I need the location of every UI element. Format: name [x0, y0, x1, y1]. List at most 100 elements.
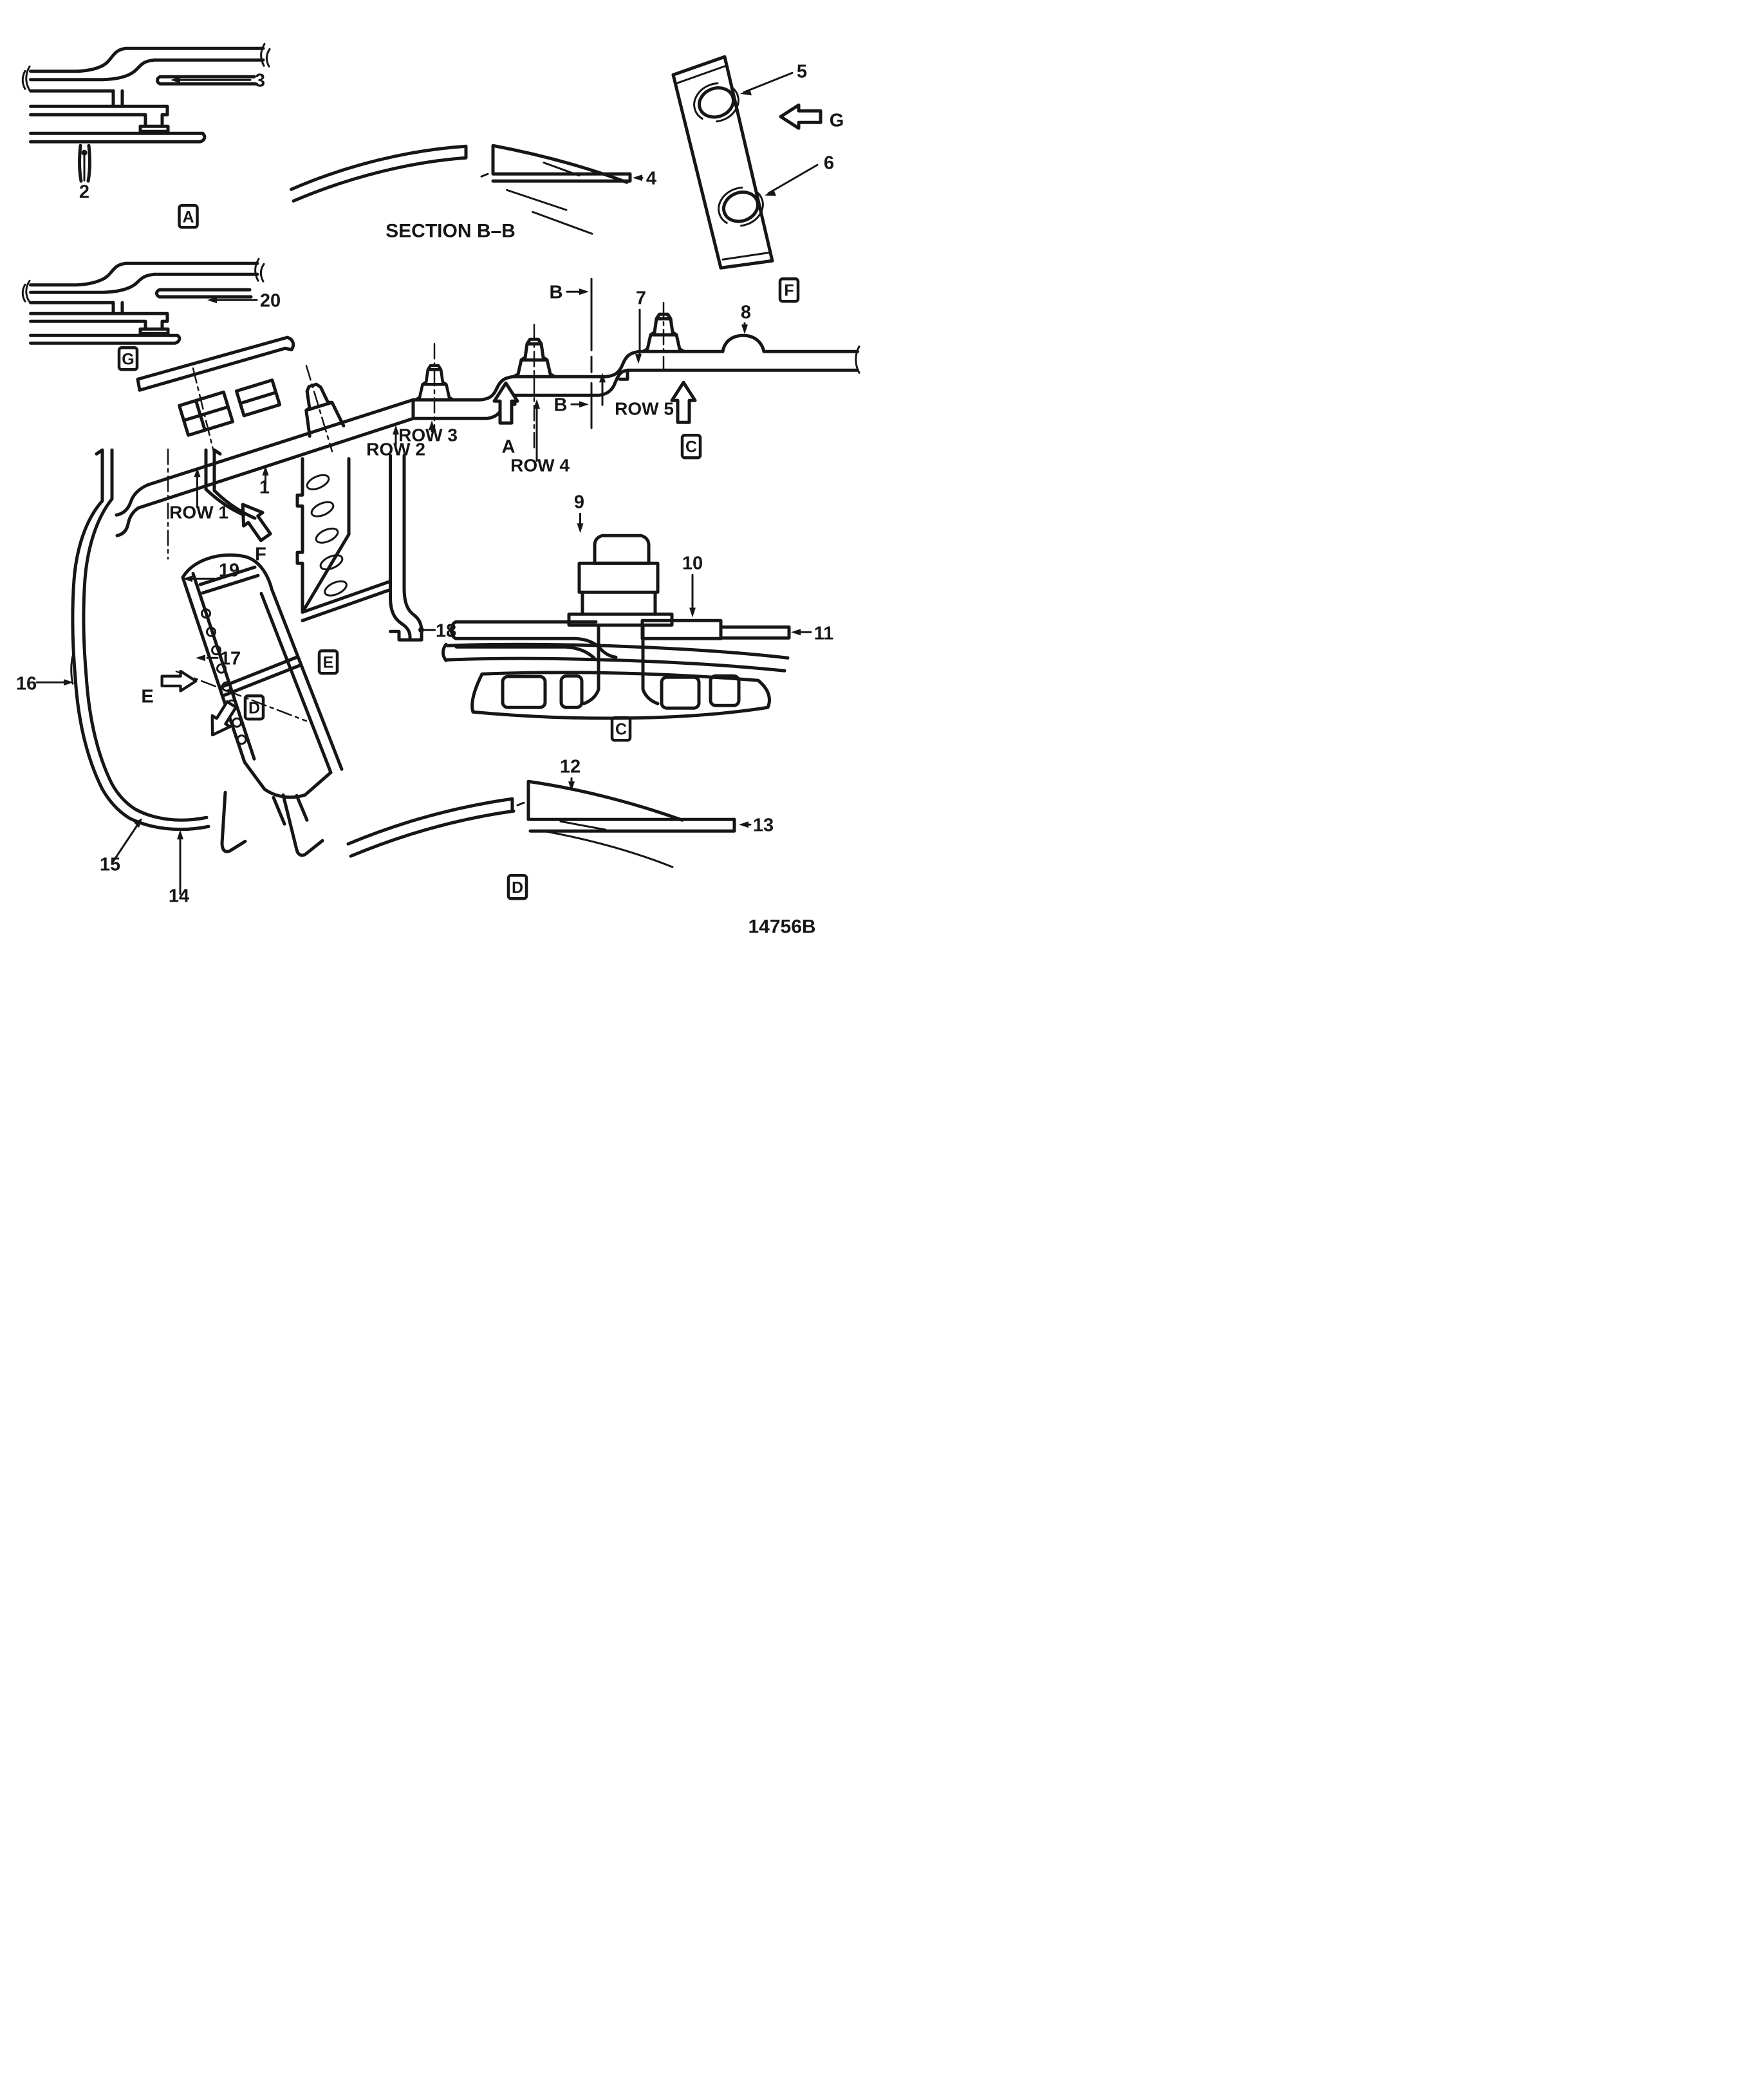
view-box-d-detail-letter: D: [512, 878, 523, 897]
detail-g-break-left: [21, 279, 31, 303]
row3-label: ROW 3: [398, 425, 458, 445]
detail-e-hole-5: [324, 580, 348, 597]
detail-a-rail: [124, 46, 265, 62]
detail-e-hole-2: [310, 501, 335, 517]
combustor-lip: [70, 655, 74, 685]
band-end-curls: [115, 483, 150, 537]
callout-14: 14: [169, 886, 189, 906]
casing-top-edge: [146, 333, 859, 487]
callout-15: 15: [100, 854, 120, 875]
callout-4-arrowhead: [633, 174, 642, 181]
detail-g-break-right: [254, 257, 265, 283]
detail-d: 12 13 D: [346, 756, 774, 900]
detail-c-flange: [567, 612, 674, 627]
detail-g-foot: [138, 327, 170, 335]
view-arrow-e: [160, 669, 198, 692]
view-box-c: [680, 434, 702, 460]
callout-12-arrowhead: [568, 781, 575, 792]
view-arrow-d: [210, 700, 237, 737]
section-bb-wedge: [491, 144, 632, 184]
callout-9: 9: [574, 492, 584, 512]
callout-2: 2: [79, 181, 89, 202]
callout-20: 20: [260, 290, 281, 311]
callout-9-arrowhead: [577, 523, 584, 534]
callout-16: 16: [16, 673, 37, 694]
detail-d-wedge: [526, 779, 736, 833]
callout-5-arrowhead: [740, 89, 752, 96]
callout-7: 7: [636, 288, 646, 308]
detail-c-left-plate: [450, 620, 618, 660]
detail-c-base: [470, 671, 771, 720]
row4-arrowhead: [534, 399, 540, 409]
callout-10-arrowhead: [689, 608, 696, 618]
section-pointer-b-upper: B: [550, 282, 563, 302]
callout-17: 17: [220, 648, 241, 669]
detail-e-right-wall: [389, 454, 406, 600]
hole-5: [698, 86, 735, 119]
detail-c-rib-slot-3: [660, 675, 701, 710]
detail-e-hole-3: [315, 527, 339, 544]
casing-end-break: [855, 345, 860, 374]
section-bb-slashes: [480, 162, 593, 235]
callout-19-arrowhead: [183, 575, 192, 582]
view-arrow-g: [779, 103, 823, 130]
detail-a-foot: [138, 124, 170, 133]
liner-walls: [181, 571, 344, 774]
section-b-b: 4 SECTION B–B: [290, 144, 656, 241]
callout-3-arrowhead: [171, 77, 180, 84]
row4-label: ROW 4: [510, 455, 570, 475]
detail-c-strip: [719, 625, 791, 640]
detail-a-break-left: [21, 65, 31, 91]
callout-13-arrowhead: [739, 821, 748, 828]
platform-roof: [136, 335, 295, 392]
detail-g-bottom-band: [29, 333, 181, 345]
detail-e-hook: [389, 588, 423, 642]
detail-e-hole-1: [306, 474, 330, 490]
callout-12: 12: [560, 756, 581, 777]
detail-c-stem: [582, 623, 660, 705]
callout-17-arrowhead: [196, 655, 205, 662]
callout-10: 10: [682, 553, 703, 573]
combustor-assembly: 19 17 16 15 14 E D: [16, 448, 344, 906]
hole-6: [722, 190, 759, 223]
row2-stud: [304, 382, 346, 438]
hole-5-ring: [693, 82, 739, 123]
figure-number: 14756B: [748, 916, 815, 937]
combustor-shell-inner: [82, 497, 209, 822]
detail-a-post-base: [29, 89, 169, 128]
callout-5: 5: [797, 61, 807, 82]
detail-a-slot: [78, 144, 91, 183]
view-box-a: [178, 204, 199, 229]
hole-6-ring: [718, 186, 764, 227]
figure-canvas: 2 3 A 4 SECTION B–B 5 6 G F: [16, 42, 860, 937]
view-box-g: [117, 346, 139, 371]
view-box-d-letter: D: [248, 699, 260, 717]
detail-a-bottom-band: [29, 131, 207, 144]
view-box-d-detail: [507, 874, 528, 900]
section-pointer-b-upper-arrowhead: [579, 288, 589, 295]
view-arrow-a-letter: A: [502, 436, 516, 457]
detail-e: 18 E: [295, 454, 456, 675]
callout-2-dot: [81, 149, 88, 156]
row5-label: ROW 5: [615, 398, 674, 418]
view-arrow-a: [492, 381, 519, 425]
detail-g-seal-strip: [155, 288, 253, 299]
section-pointer-b-lower-arrowhead: [579, 401, 589, 408]
detail-f-plate: [671, 55, 774, 270]
view-box-e-letter: E: [323, 653, 334, 671]
detail-d-left-band: [346, 797, 516, 858]
combustor-legs: [220, 790, 324, 857]
view-arrow-f: [241, 503, 272, 543]
section-pointer-b-lower: B: [554, 395, 568, 415]
liner-joint-lines: [218, 655, 301, 698]
callout-16-arrowhead: [64, 679, 73, 686]
detail-c-right-plate: [640, 618, 723, 640]
row3-arrowhead: [429, 420, 435, 431]
detail-c-rib-slot-2: [559, 674, 584, 709]
detail-g: 20 G: [21, 257, 281, 371]
view-box-g-letter: G: [122, 350, 134, 368]
detail-c-boss-cap: [593, 534, 651, 565]
detail-f-plate-border: [674, 64, 772, 261]
callout-11: 11: [814, 623, 834, 644]
detail-g-post-base: [29, 301, 169, 331]
